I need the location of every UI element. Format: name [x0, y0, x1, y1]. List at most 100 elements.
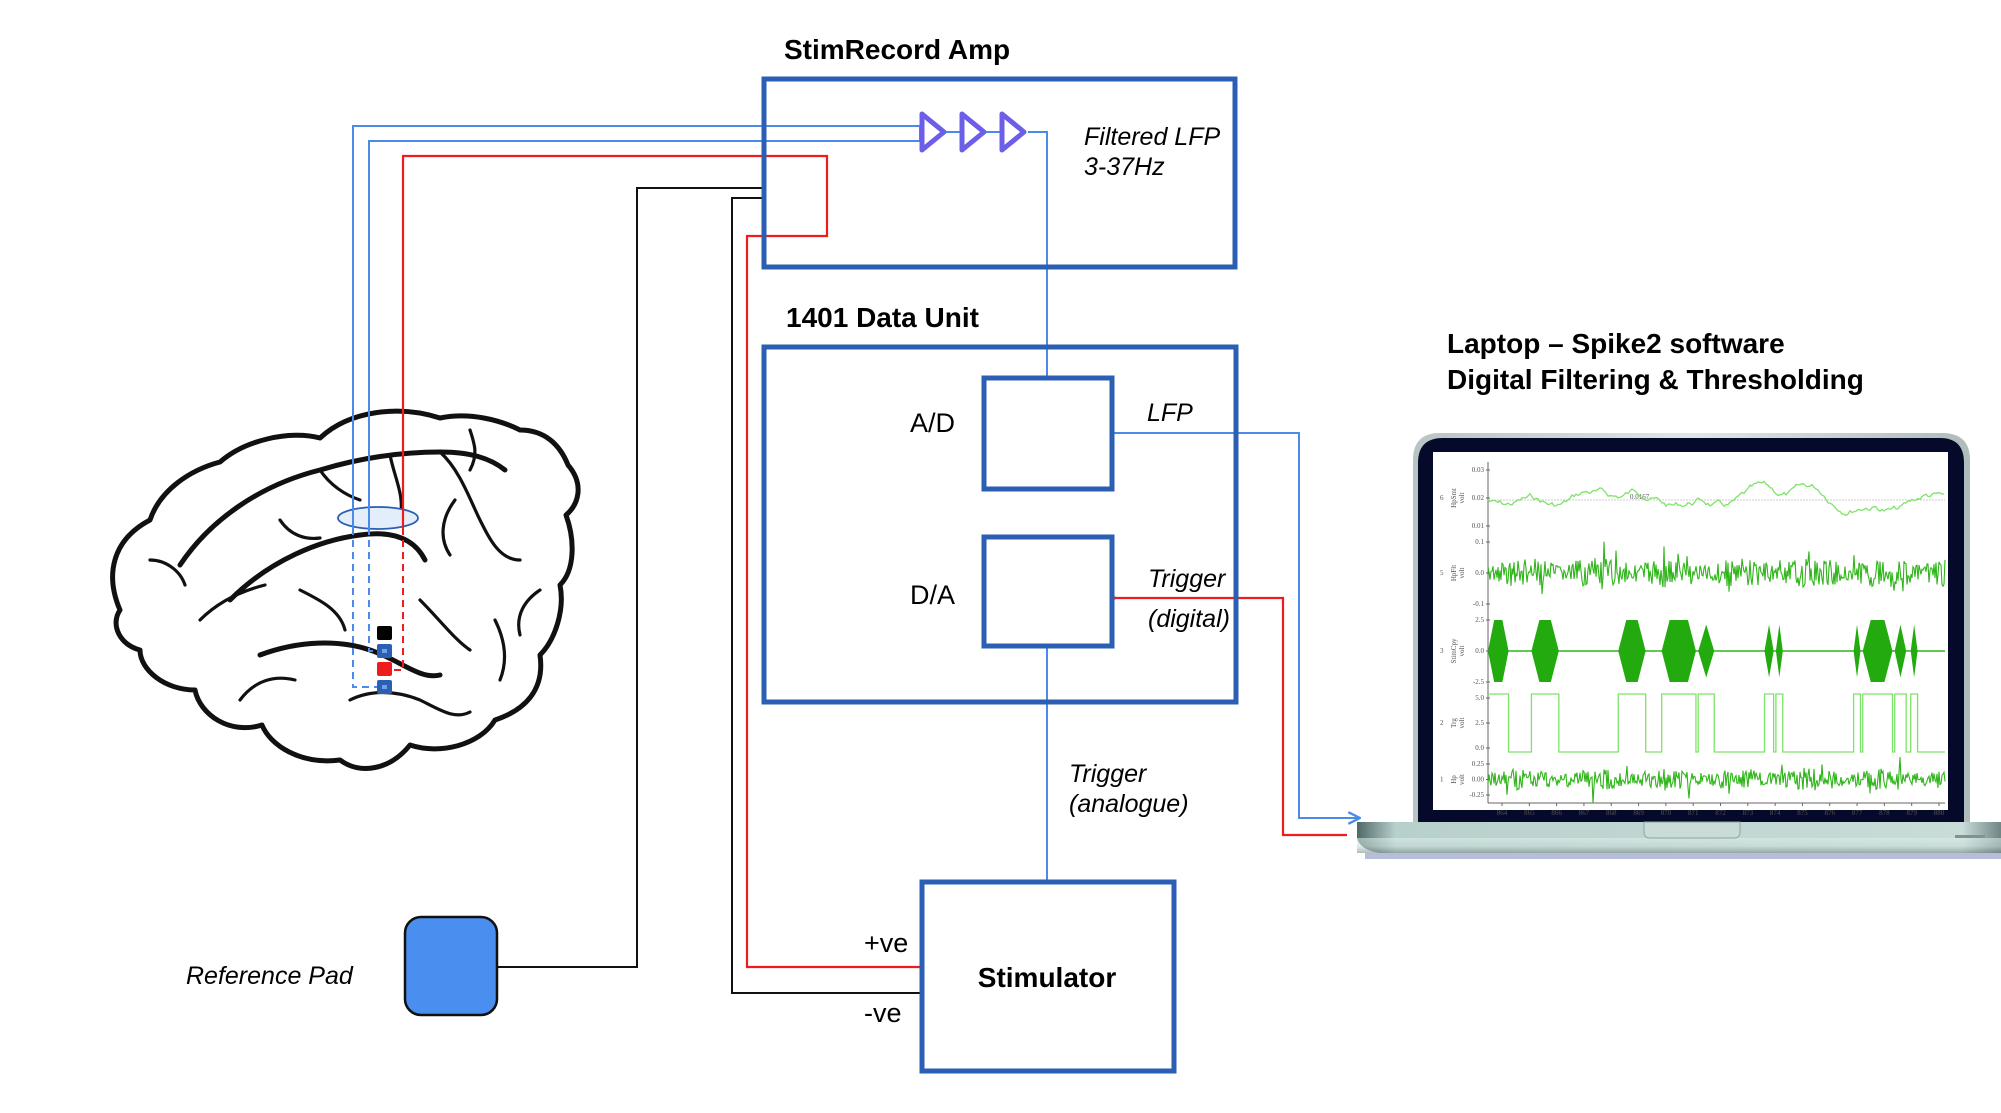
stim-burst: [1775, 624, 1783, 678]
channel-name: HpFlt: [1450, 565, 1458, 581]
channel-unit: volt: [1458, 774, 1466, 785]
x-tick-label: 878: [1879, 809, 1890, 817]
stim-burst: [1894, 624, 1907, 678]
stim-burst: [1698, 624, 1715, 678]
x-tick-label: 880: [1934, 809, 1945, 817]
digital-trigger-wire: [1115, 598, 1347, 837]
stim-lead-negative: [731, 197, 920, 994]
amplifier-stage-2-icon: [959, 111, 987, 153]
y-tick-label: 0.1: [1475, 538, 1484, 546]
filter-label-line2: 3-37Hz: [1084, 153, 1165, 181]
stim-burst: [1862, 620, 1893, 682]
x-tick-label: 866: [1551, 809, 1562, 817]
channel-unit: volt: [1458, 718, 1466, 729]
trigger-analogue-label-line1: Trigger: [1069, 760, 1148, 788]
ad-converter-box: [981, 375, 1115, 492]
trigger-analogue-label-line2: (analogue): [1069, 790, 1189, 818]
y-tick-label: 0.00: [1472, 776, 1485, 784]
amplifier-stage-3-icon: [999, 111, 1027, 153]
channel-number: 5: [1440, 569, 1444, 577]
amplifier-chain: [919, 111, 1027, 153]
y-tick-label: 0.0: [1475, 569, 1484, 577]
stim-burst: [1764, 624, 1774, 678]
reference-lead: [497, 187, 764, 968]
stim-lead-positive: [401, 154, 920, 969]
y-tick-label: -2.5: [1473, 678, 1485, 686]
channel-name: HpSmt: [1450, 488, 1458, 508]
da-converter-box: [981, 534, 1115, 649]
positive-terminal-label: +ve: [864, 928, 908, 958]
x-tick-label: 870: [1661, 809, 1672, 817]
craniotomy-ring: [337, 506, 419, 530]
stim-burst: [1910, 624, 1918, 678]
laptop-notch: [1643, 821, 1741, 839]
amp-title: StimRecord Amp: [784, 34, 1010, 65]
stimrecord-amp-box: [761, 76, 1238, 270]
y-tick-label: -0.25: [1469, 791, 1484, 799]
channel-number: 6: [1440, 494, 1444, 502]
x-tick-label: 867: [1579, 809, 1590, 817]
channel-name: Hp: [1450, 775, 1458, 784]
filtered-lfp-wire: [1028, 131, 1048, 377]
electrode-array: [377, 626, 392, 694]
trace-hp: [1487, 756, 1946, 804]
channel-number: 1: [1440, 776, 1444, 784]
stim-burst: [1853, 624, 1861, 678]
y-tick-label: 2.5: [1475, 719, 1484, 727]
data-unit-title: 1401 Data Unit: [786, 302, 979, 333]
x-tick-label: 876: [1825, 809, 1836, 817]
lfp-label: LFP: [1147, 399, 1193, 427]
x-tick-label: 865: [1524, 809, 1535, 817]
electrode-leads-dashed: [352, 528, 404, 688]
y-tick-label: 5.0: [1475, 694, 1484, 702]
trace-hpsmt: [1487, 480, 1945, 517]
y-tick-label: -0.1: [1473, 600, 1485, 608]
channel-unit: volt: [1458, 493, 1466, 504]
y-tick-label: 0.02: [1472, 494, 1485, 502]
laptop-indicator-light: [1955, 835, 1985, 838]
da-label: D/A: [910, 580, 955, 610]
ad-label: A/D: [910, 408, 955, 438]
data-unit-box: [761, 344, 1239, 705]
recording-lead-1: [352, 125, 920, 528]
reference-pad-label: Reference Pad: [186, 962, 354, 990]
stim-burst: [1618, 620, 1646, 682]
laptop-title-line2: Digital Filtering & Thresholding: [1447, 364, 1864, 395]
x-tick-label: 877: [1852, 809, 1863, 817]
y-tick-label: 0.0: [1475, 744, 1484, 752]
channel-name: Trg: [1450, 718, 1458, 728]
negative-terminal-label: -ve: [864, 998, 902, 1028]
stimulator-box: [919, 879, 1177, 1074]
trigger-digital-label-line2: (digital): [1148, 605, 1230, 633]
stim-burst: [1531, 620, 1559, 682]
x-tick-label: 879: [1906, 809, 1917, 817]
stimulator-title: Stimulator: [978, 962, 1117, 993]
filter-label-line1: Filtered LFP: [1084, 123, 1220, 151]
x-tick-label: 869: [1633, 809, 1644, 817]
brain-illustration: [110, 408, 581, 771]
x-tick-label: 864: [1497, 809, 1508, 817]
trace-hpflt: [1487, 541, 1946, 595]
x-tick-label: 873: [1743, 809, 1754, 817]
stim-burst: [1488, 620, 1509, 682]
stim-burst: [1661, 620, 1696, 682]
electrode-contact-red: [377, 662, 392, 676]
reference-pad: [403, 915, 499, 1017]
channel-number: 2: [1440, 719, 1444, 727]
laptop-title-line1: Laptop – Spike2 software: [1447, 328, 1785, 359]
electrode-contact-black: [377, 626, 392, 640]
y-tick-label: 2.5: [1475, 616, 1484, 624]
channel-number: 3: [1440, 647, 1444, 655]
x-tick-label: 871: [1688, 809, 1699, 817]
y-tick-label: 0.0: [1475, 647, 1484, 655]
y-tick-label: 0.01: [1472, 522, 1485, 530]
trigger-digital-label-line1: Trigger: [1148, 565, 1227, 593]
lfp-to-laptop-wire: [1112, 432, 1360, 818]
y-tick-label: 0.25: [1472, 760, 1485, 768]
x-tick-label: 875: [1797, 809, 1808, 817]
channel-unit: volt: [1458, 646, 1466, 657]
amplifier-stage-1-icon: [919, 111, 947, 153]
x-tick-label: 868: [1606, 809, 1617, 817]
